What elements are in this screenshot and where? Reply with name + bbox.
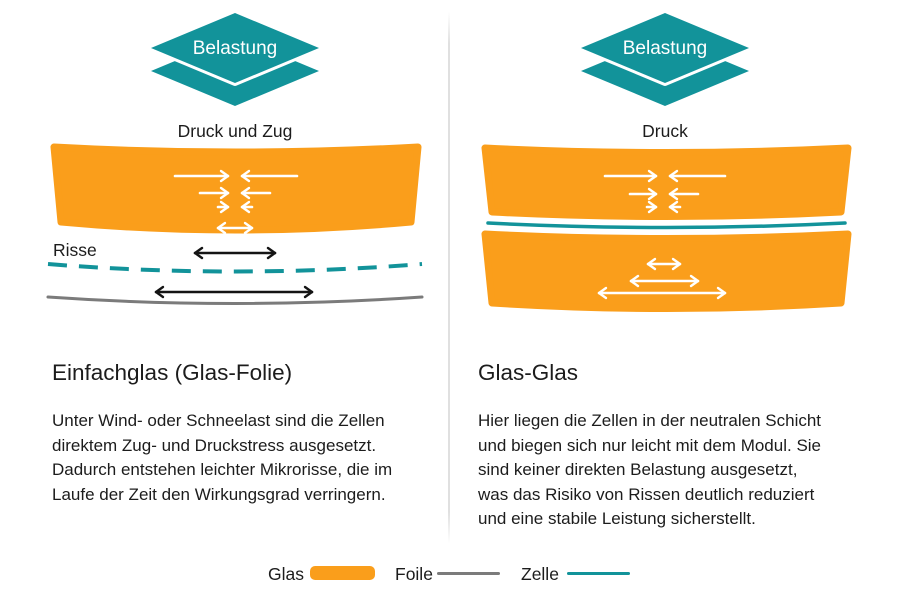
legend-glas-label: Glas [268,564,304,584]
glas-swatch [310,566,375,580]
cell-line-dashed [47,262,423,274]
right-panel-body: Hier liegen die Zellen in der neutralen … [478,411,822,528]
compression-arrows-right [603,169,727,214]
panel-divider [448,12,450,544]
belastung-layers-icon-right: Belastung [578,10,752,106]
belastung-layers-icon-left: Belastung [148,10,322,106]
foil-line [46,295,424,305]
glass-slab-right-bottom [481,230,852,312]
cell-line-solid [486,221,847,230]
risse-label: Risse [53,240,97,260]
foile-line-swatch [437,572,500,575]
layer-diamond-upper [148,10,322,86]
stress-type-label-left: Druck und Zug [178,121,293,141]
legend-zelle-label: Zelle [521,564,559,584]
glass-slab-right-top [481,144,852,220]
left-panel-body: Unter Wind- oder Schneelast sind die Zel… [52,411,393,504]
belastung-label-left: Belastung [193,38,278,59]
glass-slab-left [50,143,422,234]
right-panel-heading: Glas-Glas [478,360,579,385]
legend-foile-label: Foile [395,564,433,584]
left-panel-heading: Einfachglas (Glas-Folie) [52,360,293,385]
stress-type-label-right: Druck [642,121,688,141]
layer-diamond-upper [578,10,752,86]
zelle-line-swatch [567,572,630,575]
belastung-label-right: Belastung [623,38,708,59]
compression-tension-arrows-left [173,169,299,235]
stretch-arrows-right [597,257,727,300]
